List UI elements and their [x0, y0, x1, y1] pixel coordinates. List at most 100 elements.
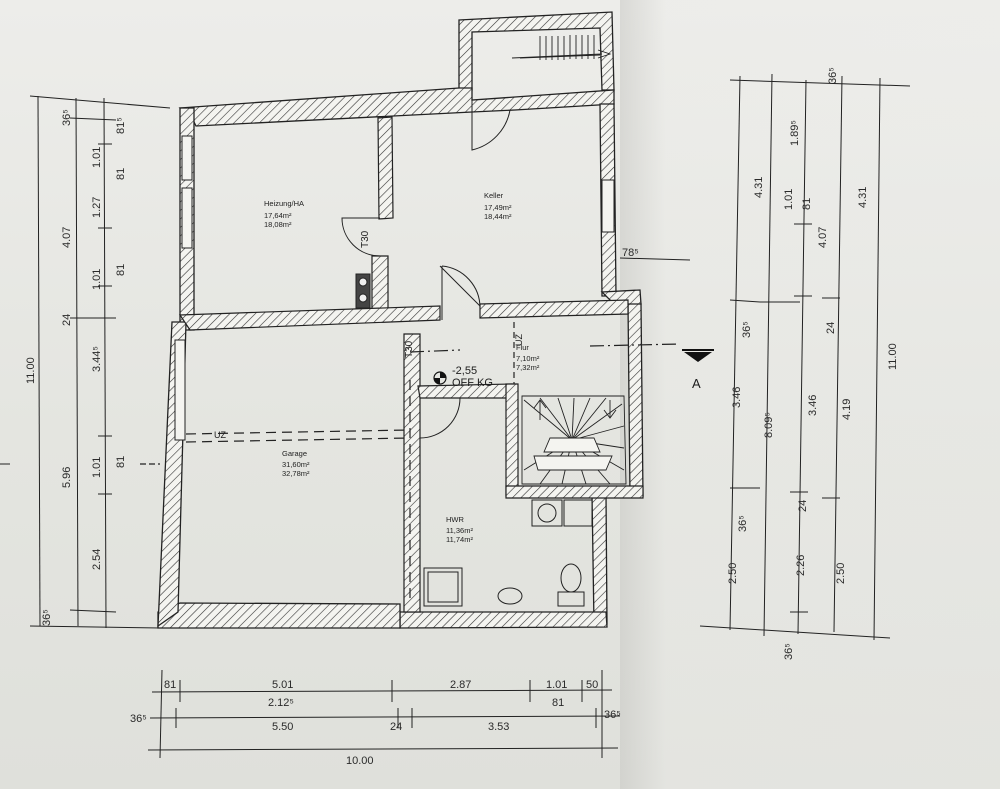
garage-dashed-line: [185, 429, 411, 435]
dim-bottom-r1-0: 81: [164, 679, 176, 691]
dim-right-c2-0: 1.01: [783, 189, 795, 210]
dim-left-bs2: 81: [115, 264, 127, 276]
wall-mid-horizontal-right: [479, 299, 629, 319]
spiral-stair: [521, 395, 627, 485]
left-dimension-lines: [0, 95, 171, 629]
dim-left-b1: 1.27: [91, 197, 103, 218]
room-area-garage-2: 32,78m²: [282, 469, 310, 478]
wall-heizung-keller: [377, 116, 394, 220]
interior-walls: [178, 116, 644, 613]
dim-right-c1-2: 2.50: [727, 563, 739, 584]
dryer: [563, 499, 593, 527]
dim-right-top-sub: 36⁵: [827, 67, 839, 84]
room-area-keller-2: 18,44m²: [484, 212, 512, 221]
dim-bottom-r1-3: 1.01: [546, 679, 567, 691]
section-label: A: [692, 376, 701, 391]
dim-left-a2: 24: [61, 314, 73, 326]
washbasin: [497, 587, 523, 605]
bottom-dimension-labels: 81 5.01 2.87 1.01 50 2.12⁵ 81 36⁵ 5.50 2…: [130, 679, 621, 767]
dim-right-c2s-2: 24: [825, 322, 837, 334]
right-dimension-labels: 4.31 3.46 2.50 36⁵ 36⁵ 36⁵ 1.01 8.09⁵ 2.…: [622, 67, 899, 660]
dim-left-bs0: 81⁵: [115, 117, 127, 134]
dim-right-c3-0: 4.07: [817, 227, 829, 248]
flur-section-dashdot-2: [589, 343, 681, 347]
washer: [531, 499, 563, 527]
dim-left-b0: 1.01: [91, 147, 103, 168]
dim-right-side: 78⁵: [622, 247, 639, 259]
section-marker: A: [682, 349, 714, 391]
stair-bump-wall: [458, 11, 615, 91]
hwr-fixtures: [355, 273, 593, 607]
bottom-dimension-lines: [147, 669, 621, 759]
room-labels: Heizung/HA 17,64m² 18,08m² Keller 17,49m…: [214, 191, 540, 544]
flur-section-dashdot: [409, 349, 461, 353]
window-heizung-1: [181, 135, 193, 181]
dim-right-c1-1: 3.46: [731, 387, 743, 408]
room-area-hwr-2: 11,74m²: [446, 535, 473, 544]
dim-right-c2s-1: 81: [801, 198, 813, 210]
dim-right-c4-1: 4.19: [841, 399, 853, 420]
level-text: OFF KG: [452, 377, 493, 389]
windows: [174, 135, 615, 441]
wall-stair-enclosure: [505, 383, 519, 497]
dim-bottom-r2-3: 3.53: [488, 721, 509, 733]
right-wall-hwr: [591, 493, 608, 625]
dim-left-b3: 3.44⁵: [91, 346, 103, 372]
dim-right-c1s-0: 36⁵: [741, 321, 753, 338]
dim-bottom-r1s-0: 2.12⁵: [268, 697, 294, 709]
door-label-t30-b: T30: [404, 340, 415, 358]
uz-label-garage: UZ: [214, 430, 226, 440]
dim-bottom-r1-1: 5.01: [272, 679, 293, 691]
shower-tray: [423, 567, 463, 607]
dim-left-b4: 1.01: [91, 457, 103, 478]
room-area-garage-1: 31,60m²: [282, 460, 310, 469]
dim-right-c3-1: 3.46: [807, 395, 819, 416]
uz-label-flur: UZ: [514, 334, 524, 346]
right-wall-flur: [627, 303, 644, 497]
dim-right-c3-2: 2.50: [835, 563, 847, 584]
dim-right-c4-0: 4.31: [857, 187, 869, 208]
dim-left-a3: 5.96: [61, 467, 73, 488]
room-name-garage: Garage: [282, 449, 307, 458]
room-area-flur-1: 7,10m²: [516, 354, 540, 363]
room-name-heizung: Heizung/HA: [264, 199, 304, 208]
door-heizung: [341, 217, 381, 257]
room-name-hwr: HWR: [446, 515, 464, 524]
door-label-t30-a: T30: [360, 230, 371, 248]
dim-right-c4-2: 11.00: [887, 343, 899, 370]
dim-bottom-r1-4: 50: [586, 679, 598, 691]
left-dimension-labels: 11.00 36⁵ 4.07 24 5.96 36⁵ 1.01 1.27 1.0…: [25, 109, 127, 626]
window-keller: [601, 179, 615, 233]
level-value: -2,55: [452, 365, 477, 377]
dim-right-c2s-3: 24: [797, 500, 809, 512]
door-keller-top: [471, 100, 511, 151]
dim-right-c2s-0: 1.89⁵: [789, 120, 801, 146]
dim-bottom-r2-2: 24: [390, 721, 402, 733]
dim-bottom-r1s-1: 81: [552, 697, 564, 709]
level-marker: -2,55 OFF KG: [433, 365, 493, 389]
dim-left-b5: 2.54: [91, 549, 103, 570]
window-heizung-2: [181, 187, 193, 249]
wall-garage-hwr: [403, 333, 421, 613]
door-swings: [341, 100, 511, 439]
room-area-flur-2: 7,32m²: [516, 363, 540, 372]
bottom-wall-hwr: [399, 611, 608, 629]
door-flur-leaf: [439, 265, 481, 307]
dim-left-bs1: 81: [115, 168, 127, 180]
dim-bottom-r2-1: 5.50: [272, 721, 293, 733]
window-garage: [174, 339, 186, 441]
dim-bottom-r2-4: 36⁵: [604, 709, 621, 721]
dim-left-a0: 36⁵: [61, 109, 73, 126]
door-hwr: [419, 397, 461, 439]
dim-left-b2: 1.01: [91, 269, 103, 290]
paper-fold-shade: [620, 0, 1000, 789]
door-flur: [441, 265, 481, 320]
dim-right-c2-1: 8.09⁵: [763, 412, 775, 438]
dim-bottom-r2-0: 36⁵: [130, 713, 147, 725]
section-lines: [140, 322, 681, 600]
toilet-tank: [557, 591, 585, 607]
bottom-wall-garage: [157, 602, 401, 629]
room-name-flur: Flur: [516, 343, 529, 352]
